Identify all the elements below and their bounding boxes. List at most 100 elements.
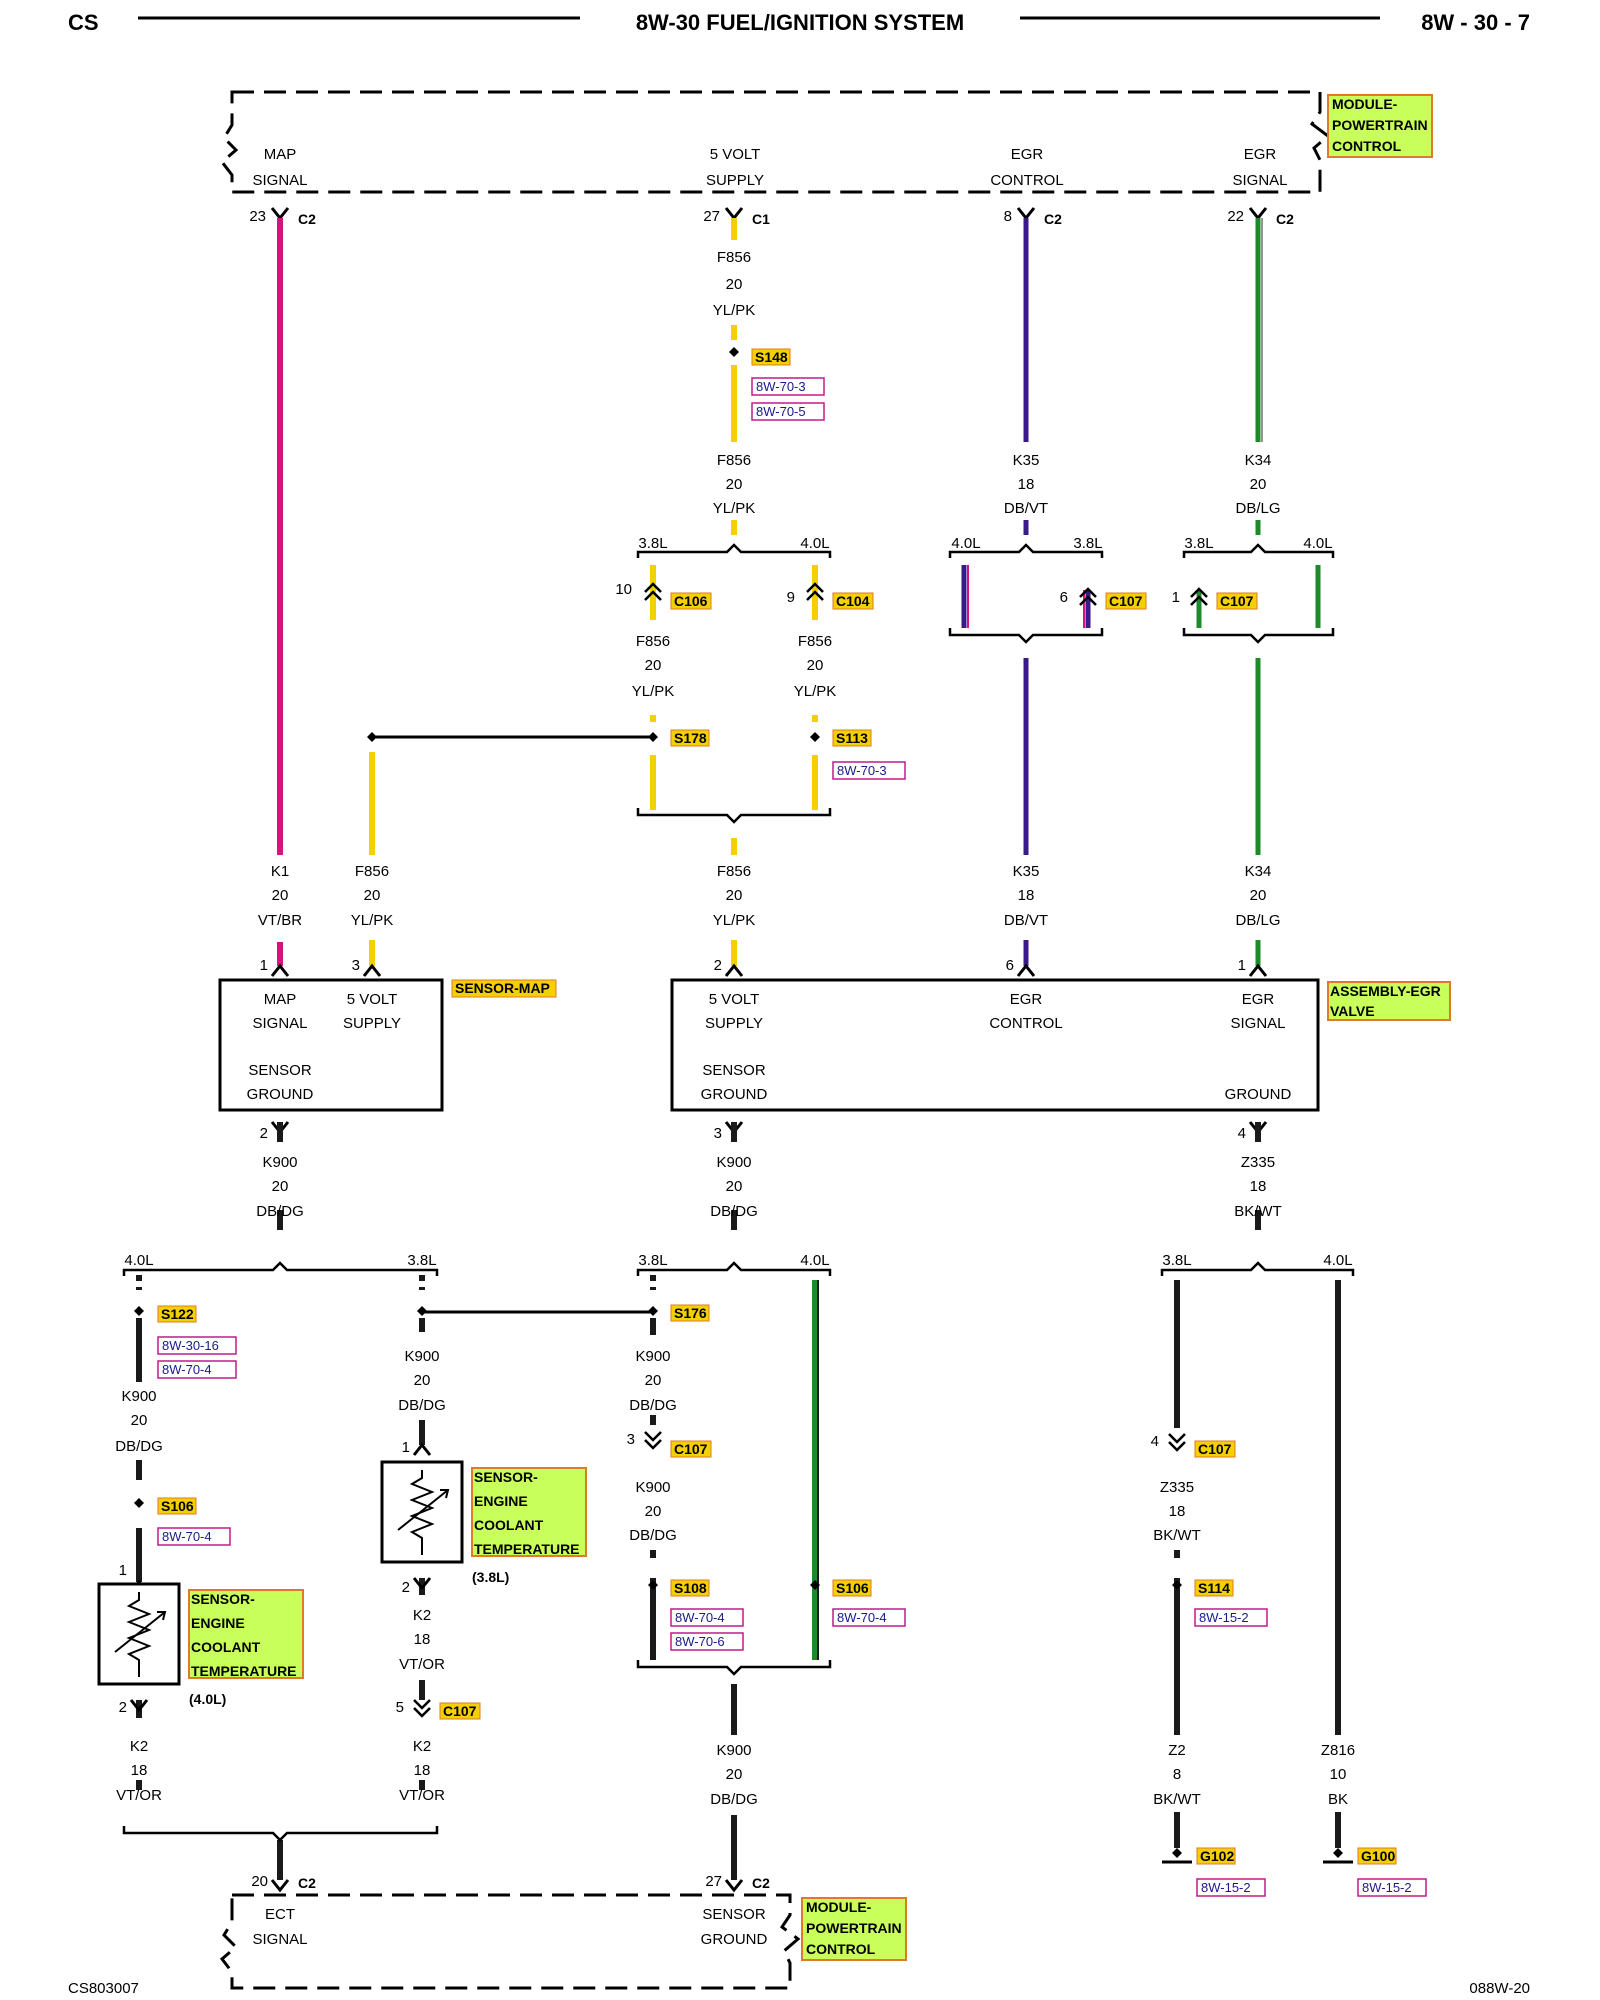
pcm-b-gnd-label-2: GROUND [701,1931,768,1948]
ground-g100: G100 [1357,1847,1397,1865]
k900-map-color: DB/DG [256,1203,304,1220]
svg-text:8W-70-4: 8W-70-4 [162,1529,212,1544]
k900-egr-color: DB/DG [710,1203,758,1220]
pcm-b-conn-gnd: C2 [752,1875,770,1891]
egr-sig-label-2: SIGNAL [1230,1015,1285,1032]
egr-pin-1: 1 [1238,957,1246,974]
k1-label-color: VT/BR [258,912,302,929]
z816-color: BK [1328,1791,1348,1808]
svg-text:C107: C107 [1109,593,1143,609]
pcm-pin-map-label-2: SIGNAL [252,172,307,189]
pcm-pin-5v-label-1: 5 VOLT [710,146,761,163]
conn-c107-k34: C107 [1216,592,1258,610]
ground-g100-icon [1323,1848,1353,1864]
pcm-conn-egrc: C2 [1044,211,1062,227]
z816-code: Z816 [1321,1742,1355,1759]
f856-egr-gauge: 20 [726,887,743,904]
z2-code: Z2 [1168,1742,1186,1759]
map-gnd-label-1: SENSOR [248,1062,312,1079]
splice-s113: S113 [832,729,872,747]
z335-r-color: BK/WT [1153,1527,1201,1544]
svg-text:8W-70-3: 8W-70-3 [837,763,887,778]
branch-brackets-bottom [122,1261,1355,1842]
svg-text:S106: S106 [161,1498,194,1514]
k35-label-2-gauge: 18 [1018,887,1035,904]
egr-ctl-label-2: CONTROL [989,1015,1062,1032]
c107-k2-pin: 5 [396,1699,404,1716]
c107-k900-pin: 3 [627,1431,635,1448]
ref-s114[interactable]: 8W-15-2 [1194,1608,1268,1627]
map-sig-label-2: SIGNAL [252,1015,307,1032]
splice-s114: S114 [1194,1579,1234,1597]
ref-s106-left[interactable]: 8W-70-4 [157,1527,231,1546]
svg-text:S178: S178 [674,730,707,746]
k900-bottom-code: K900 [716,1742,751,1759]
conn-c107-k900: C107 [670,1440,712,1458]
ref-s108-1[interactable]: 8W-70-4 [670,1608,744,1627]
ref-s122-2[interactable]: 8W-70-4 [157,1360,237,1379]
ref-s148-1[interactable]: 8W-70-3 [751,377,825,396]
egr-ctl-label-1: EGR [1010,991,1043,1008]
ref-g100[interactable]: 8W-15-2 [1357,1878,1427,1897]
sensor-map-label: SENSOR-MAP [451,979,557,998]
ect40-pin-1: 1 [119,1562,127,1579]
svg-text:G100: G100 [1361,1848,1395,1864]
k900-38-code: K900 [404,1348,439,1365]
k34-label-1-code: K34 [1245,452,1272,469]
inline-connectors-top [644,582,1208,606]
k900-c38-color: DB/DG [629,1397,677,1414]
z335-egr-gauge: 18 [1250,1178,1267,1195]
svg-text:S108: S108 [674,1580,707,1596]
footer-code: 088W-20 [1469,1980,1530,1997]
z816-gauge: 10 [1330,1766,1347,1783]
svg-text:POWERTRAIN: POWERTRAIN [806,1920,902,1936]
c106-pin: 10 [615,581,632,598]
ect40-thermistor-icon [114,1592,167,1677]
svg-text:TEMPERATURE: TEMPERATURE [474,1541,580,1557]
eng-40-center: 4.0L [800,1252,829,1269]
top-splice-dots [367,347,820,742]
svg-text:8W-30-16: 8W-30-16 [162,1338,219,1353]
page-number: 8W - 30 - 7 [1421,10,1530,35]
ref-s108-2[interactable]: 8W-70-6 [670,1632,744,1651]
svg-text:MODULE-: MODULE- [1332,96,1398,112]
ref-s113[interactable]: 8W-70-3 [832,761,906,780]
svg-text:SENSOR-: SENSOR- [474,1469,538,1485]
ref-s106-center[interactable]: 8W-70-4 [832,1608,906,1627]
footer-figure-id: CS803007 [68,1980,139,1997]
svg-text:COOLANT: COOLANT [474,1517,544,1533]
k900-c38-code: K900 [635,1348,670,1365]
ref-s148-2[interactable]: 8W-70-5 [751,402,825,421]
pcm-bottom-outline [219,1893,801,1990]
svg-text:S122: S122 [161,1306,194,1322]
c104-pin: 9 [787,589,795,606]
k2-38b-code: K2 [413,1738,431,1755]
map-5v-label-2: SUPPLY [343,1015,401,1032]
svg-text:8W-15-2: 8W-15-2 [1201,1880,1251,1895]
pcm-conn-5v: C1 [752,211,770,227]
f856-map-color: YL/PK [351,912,394,929]
svg-text:ENGINE: ENGINE [191,1615,245,1631]
pcm-top-label: MODULE- POWERTRAIN CONTROL [1327,94,1433,158]
pcm-b-pin-20: 20 [251,1873,268,1890]
svg-text:S113: S113 [836,730,868,746]
svg-text:C106: C106 [674,593,708,609]
ref-g102[interactable]: 8W-15-2 [1196,1878,1266,1897]
ref-s122-1[interactable]: 8W-30-16 [157,1336,237,1355]
k900-40-gauge: 20 [131,1412,148,1429]
svg-text:SENSOR-MAP: SENSOR-MAP [455,980,550,996]
svg-text:S106: S106 [836,1580,869,1596]
k34-label-2-gauge: 20 [1250,887,1267,904]
pcm-bottom-label: MODULE- POWERTRAIN CONTROL [801,1897,907,1961]
k34-label-1-gauge: 20 [1250,476,1267,493]
map-pin-3: 3 [352,957,360,974]
f856-egr-color: YL/PK [713,912,756,929]
conn-c107-k35: C107 [1105,592,1147,610]
k35-label-2-color: DB/VT [1004,912,1048,929]
svg-text:CONTROL: CONTROL [806,1941,876,1957]
k2-38-color: VT/OR [399,1656,445,1673]
ground-g102-icon [1162,1848,1192,1864]
ect38-engine-note: (3.8L) [472,1569,509,1585]
map-pin-2: 2 [260,1125,268,1142]
egr-sig-label-1: EGR [1242,991,1275,1008]
